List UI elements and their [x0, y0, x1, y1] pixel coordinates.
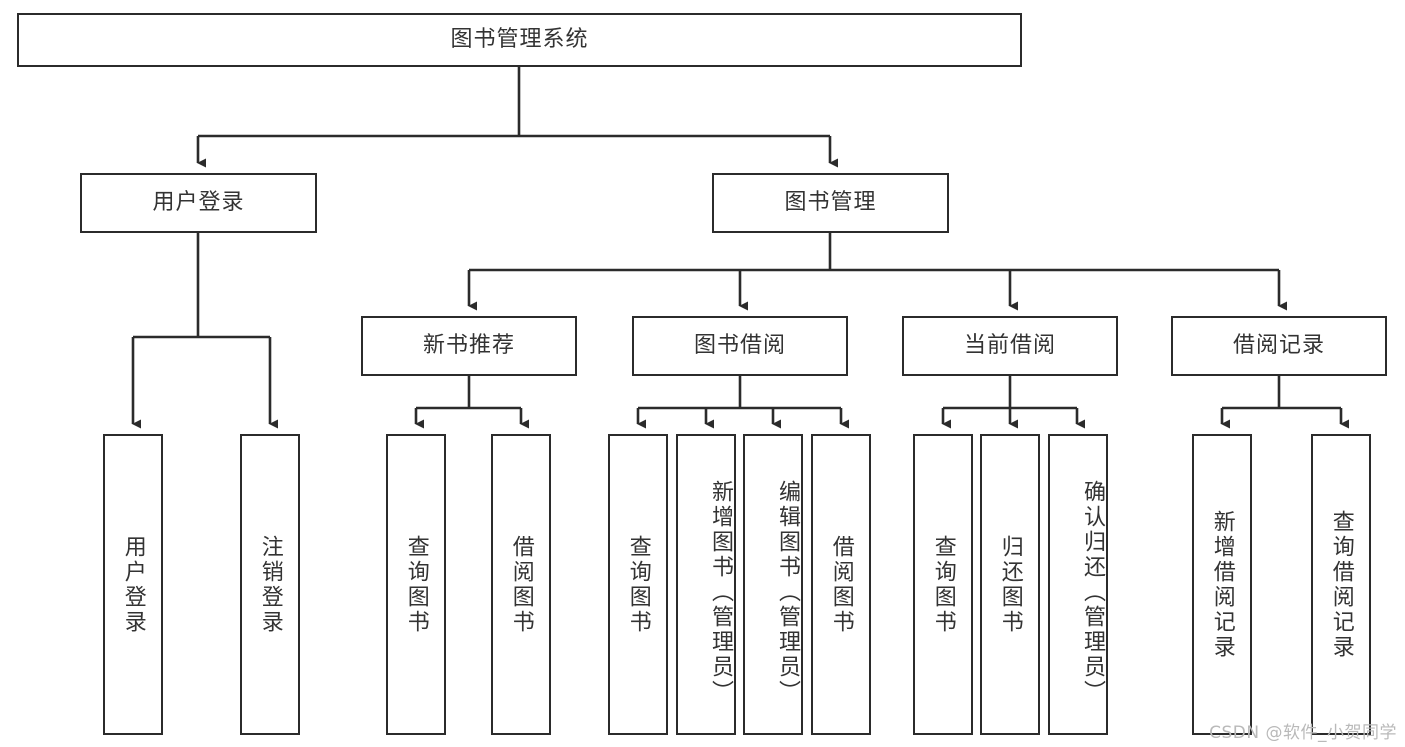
node-label: 查询图书 — [625, 534, 651, 635]
node-current-borrow[interactable]: 当前借阅 — [902, 316, 1118, 376]
node-label: 编辑图书（管理员） — [775, 480, 800, 705]
leaf-user-login[interactable]: 用户登录 — [103, 434, 163, 735]
leaf-add-book-admin[interactable]: 新增图书（管理员） — [676, 434, 736, 735]
node-book-management[interactable]: 图书管理 — [712, 173, 949, 233]
leaf-borrow-book-recommend[interactable]: 借阅图书 — [491, 434, 551, 735]
node-label: 新增借阅记录 — [1209, 509, 1235, 660]
node-label: 图书管理 — [784, 190, 877, 216]
node-label: 新增图书（管理员） — [708, 480, 733, 705]
watermark: CSDN @软件_小贺同学 — [1209, 723, 1397, 743]
node-label: 查询借阅记录 — [1328, 509, 1354, 660]
leaf-confirm-return-admin[interactable]: 确认归还（管理员） — [1048, 434, 1108, 735]
leaf-query-book-current[interactable]: 查询图书 — [913, 434, 973, 735]
node-label: 用户登录 — [120, 534, 146, 635]
node-label: 确认归还（管理员） — [1080, 480, 1105, 705]
leaf-query-borrow-record[interactable]: 查询借阅记录 — [1311, 434, 1371, 735]
node-book-borrow[interactable]: 图书借阅 — [632, 316, 848, 376]
node-label: 借阅图书 — [508, 534, 534, 635]
node-label: 借阅图书 — [828, 534, 854, 635]
leaf-query-book-recommend[interactable]: 查询图书 — [386, 434, 446, 735]
leaf-borrow-book[interactable]: 借阅图书 — [811, 434, 871, 735]
node-new-book-recommend[interactable]: 新书推荐 — [361, 316, 577, 376]
node-label: 图书管理系统 — [450, 27, 589, 53]
node-borrow-record[interactable]: 借阅记录 — [1171, 316, 1387, 376]
node-label: 查询图书 — [930, 534, 956, 635]
node-label: 用户登录 — [152, 190, 245, 216]
node-label: 注销登录 — [257, 534, 283, 635]
node-label: 查询图书 — [403, 534, 429, 635]
node-label: 新书推荐 — [422, 333, 515, 359]
leaf-return-book[interactable]: 归还图书 — [980, 434, 1040, 735]
node-root-book-management-system[interactable]: 图书管理系统 — [17, 13, 1022, 67]
node-label: 归还图书 — [997, 534, 1023, 635]
node-label: 借阅记录 — [1232, 333, 1325, 359]
node-user-login[interactable]: 用户登录 — [80, 173, 317, 233]
leaf-query-book-borrow[interactable]: 查询图书 — [608, 434, 668, 735]
leaf-logout[interactable]: 注销登录 — [240, 434, 300, 735]
node-label: 当前借阅 — [963, 333, 1056, 359]
node-label: 图书借阅 — [693, 333, 786, 359]
leaf-edit-book-admin[interactable]: 编辑图书（管理员） — [743, 434, 803, 735]
leaf-add-borrow-record[interactable]: 新增借阅记录 — [1192, 434, 1252, 735]
